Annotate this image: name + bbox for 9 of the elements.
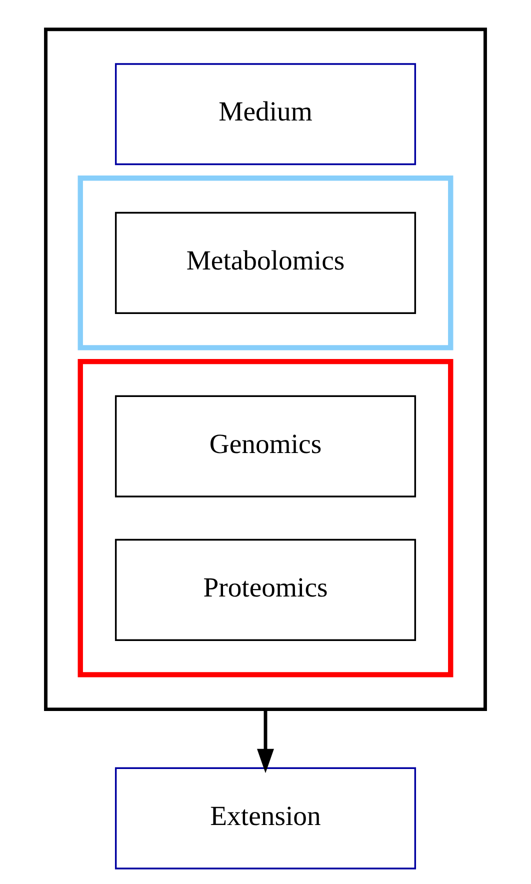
cluster xyxy=(78,358,454,678)
node-box: Medium xyxy=(114,63,416,166)
node-box: Genomics xyxy=(114,395,416,498)
node-box: Extension xyxy=(114,767,416,870)
arrow xyxy=(257,709,274,774)
cluster xyxy=(78,176,454,350)
node-box: Metabolomics xyxy=(114,212,416,314)
cluster xyxy=(44,28,487,712)
node-box: Proteomics xyxy=(114,538,416,641)
